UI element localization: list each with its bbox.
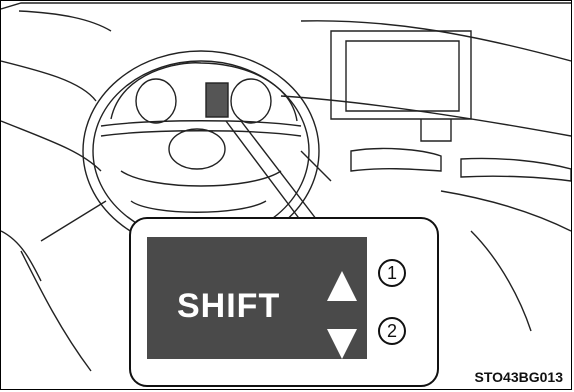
- figure-code: STO43BG013: [475, 369, 563, 385]
- marker-1-circled: 1: [378, 259, 406, 287]
- triangle-up-icon: [327, 271, 357, 301]
- marker-2-circled: 2: [378, 317, 406, 345]
- triangle-down-icon: [327, 329, 357, 359]
- shift-indicator-callout: SHIFT 1 2: [129, 217, 439, 387]
- shift-label: SHIFT: [177, 287, 280, 326]
- shift-indicator-display: SHIFT: [147, 237, 367, 359]
